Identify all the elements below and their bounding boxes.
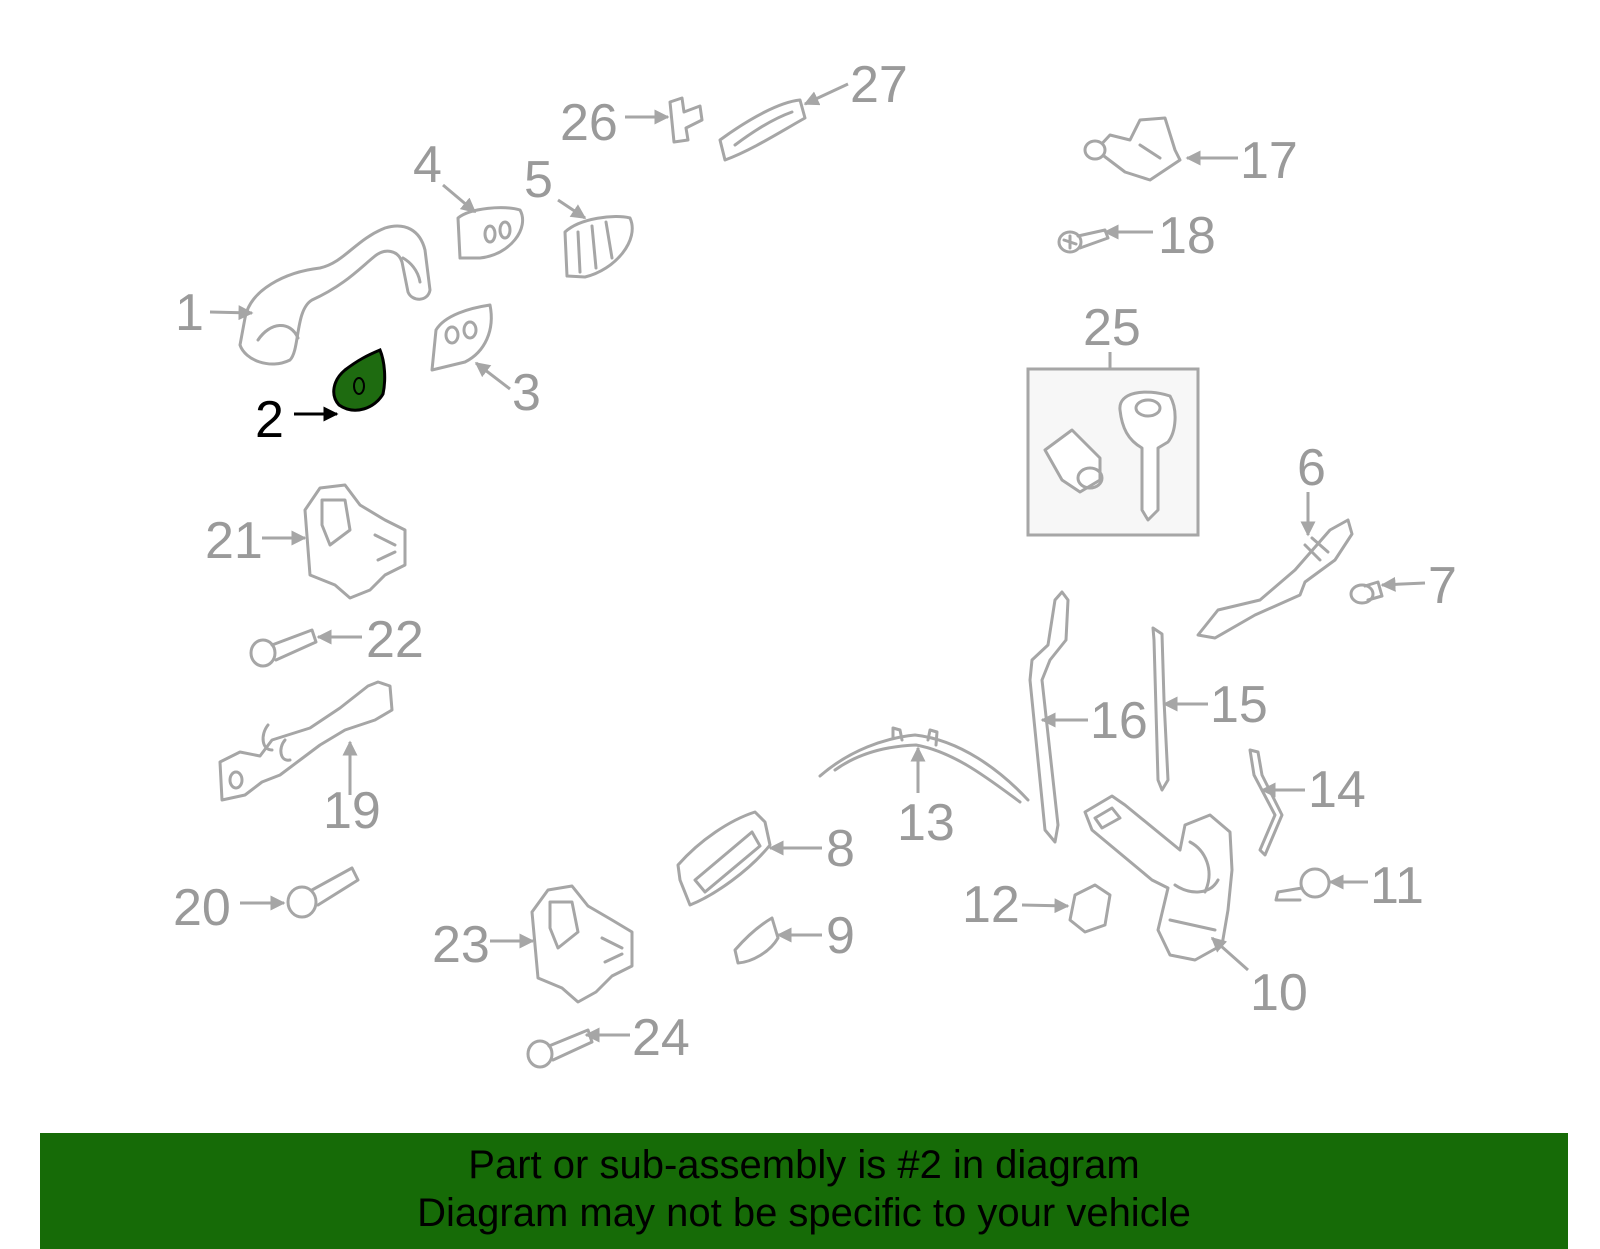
callout-23[interactable]: 23 xyxy=(432,916,490,974)
callout-20[interactable]: 20 xyxy=(173,879,231,937)
banner-line-disclaimer: Diagram may not be specific to your vehi… xyxy=(417,1191,1191,1235)
callout-4[interactable]: 4 xyxy=(413,136,442,194)
callout-2[interactable]: 2 xyxy=(255,391,284,449)
part-27-handle-frame[interactable] xyxy=(718,98,807,162)
banner-line-part: Part or sub-assembly is #2 in diagram xyxy=(468,1143,1140,1187)
part-24-bolt[interactable] xyxy=(526,1028,594,1069)
callout-5[interactable]: 5 xyxy=(524,151,553,209)
callout-9[interactable]: 9 xyxy=(826,907,855,965)
callout-10[interactable]: 10 xyxy=(1250,964,1308,1022)
part-16-lock-rod[interactable] xyxy=(1028,590,1070,844)
part-19-door-check[interactable] xyxy=(218,680,394,802)
part-9-bezel[interactable] xyxy=(733,916,780,965)
part-5-handle-cover[interactable] xyxy=(563,215,634,279)
part-20-bolt[interactable] xyxy=(286,866,360,919)
callout-6[interactable]: 6 xyxy=(1297,439,1326,497)
info-banner: Part or sub-assembly is #2 in diagram Di… xyxy=(40,1133,1568,1249)
callout-27[interactable]: 27 xyxy=(850,56,908,114)
callout-1[interactable]: 1 xyxy=(175,284,204,342)
diagram-canvas: 1 2 3 4 5 6 7 8 9 10 11 12 13 14 15 16 1… xyxy=(173,56,1457,1069)
callout-13[interactable]: 13 xyxy=(897,794,955,852)
callout-21[interactable]: 21 xyxy=(205,512,263,570)
callout-labels: 1 2 3 4 5 6 7 8 9 10 11 12 13 14 15 16 1… xyxy=(173,56,1457,1067)
callout-24[interactable]: 24 xyxy=(632,1009,690,1067)
callout-7[interactable]: 7 xyxy=(1428,557,1457,615)
callout-16[interactable]: 16 xyxy=(1090,692,1148,750)
callout-8[interactable]: 8 xyxy=(826,820,855,878)
callout-18[interactable]: 18 xyxy=(1158,207,1216,265)
part-23-lower-hinge[interactable] xyxy=(530,884,634,1004)
callout-14[interactable]: 14 xyxy=(1308,761,1366,819)
callout-17[interactable]: 17 xyxy=(1240,132,1298,190)
callout-19[interactable]: 19 xyxy=(323,782,381,840)
callout-25[interactable]: 25 xyxy=(1083,299,1141,357)
part-8-inside-handle[interactable] xyxy=(676,810,772,907)
part-21-upper-hinge[interactable] xyxy=(303,483,407,600)
part-14-rod[interactable] xyxy=(1248,748,1284,857)
callout-26[interactable]: 26 xyxy=(560,94,618,152)
part-25-lock-cylinder-set[interactable] xyxy=(1026,352,1200,537)
part-11-bolt[interactable] xyxy=(1274,867,1331,902)
part-15-rod[interactable] xyxy=(1151,626,1170,792)
part-7-bolt[interactable] xyxy=(1349,580,1384,605)
part-2-handle-cap[interactable] xyxy=(332,348,387,412)
callout-15[interactable]: 15 xyxy=(1210,676,1268,734)
callout-11[interactable]: 11 xyxy=(1370,857,1424,915)
part-10-door-latch[interactable] xyxy=(1083,794,1234,962)
callout-22[interactable]: 22 xyxy=(366,611,424,669)
part-6-handle-rod[interactable] xyxy=(1196,518,1354,640)
part-17-striker[interactable] xyxy=(1083,116,1182,182)
part-4-bezel[interactable] xyxy=(456,206,525,260)
part-18-screw[interactable] xyxy=(1057,228,1110,254)
callout-12[interactable]: 12 xyxy=(962,876,1020,934)
part-26-clip[interactable] xyxy=(668,96,704,144)
leader-lines xyxy=(209,82,1426,1043)
part-1-outside-handle[interactable] xyxy=(238,224,432,366)
part-13-cable[interactable] xyxy=(818,726,1030,804)
part-3-bezel[interactable] xyxy=(430,303,493,372)
part-12-clip[interactable] xyxy=(1068,883,1112,934)
part-22-bolt[interactable] xyxy=(249,628,318,668)
callout-3[interactable]: 3 xyxy=(512,364,541,422)
